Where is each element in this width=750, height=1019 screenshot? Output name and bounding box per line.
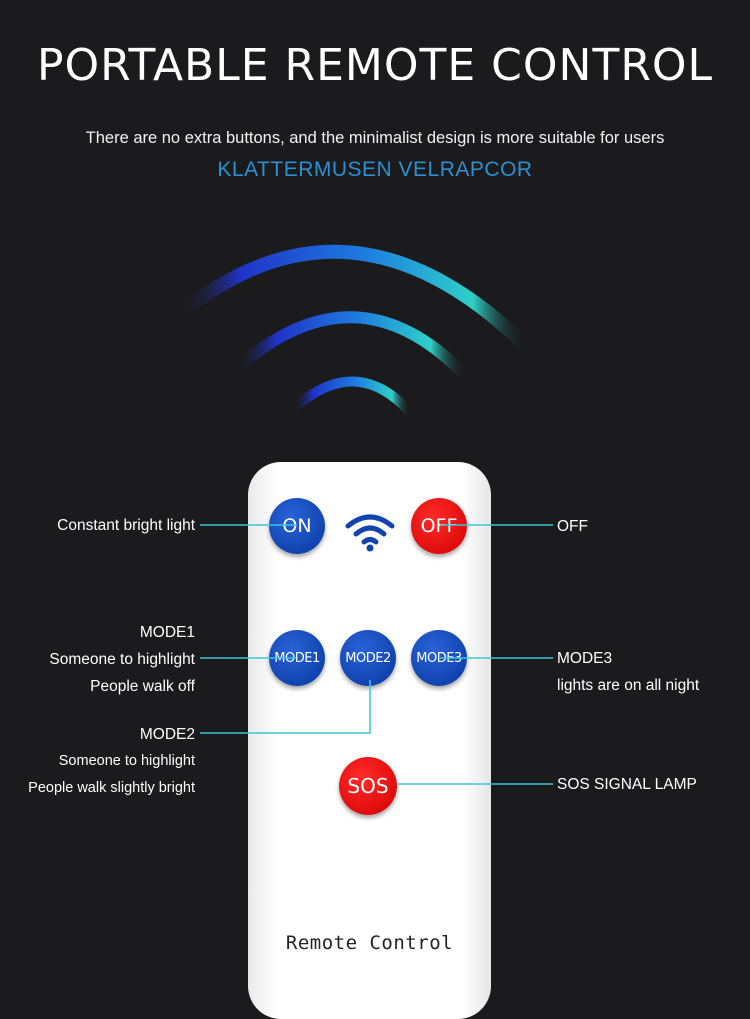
off-button[interactable]: OFF [411, 498, 467, 554]
mode3-callout-title: MODE3 [557, 650, 613, 667]
on-button[interactable]: ON [269, 498, 325, 554]
remote-control: ON OFF MODE1 MODE2 MODE3 SOS Remote Cont… [245, 459, 494, 1019]
on-callout: Constant bright light [57, 517, 195, 534]
wave-middle [229, 311, 471, 381]
signal-waves-icon [171, 244, 532, 417]
page-subtitle: There are no extra buttons, and the mini… [85, 129, 665, 147]
wave-inner [287, 376, 415, 417]
remote-label: Remote Control [285, 932, 454, 954]
mode1-callout-line1: Someone to highlight [49, 651, 195, 668]
mode1-callout: MODE1 Someone to highlight People walk o… [49, 619, 195, 700]
sos-button[interactable]: SOS [339, 757, 397, 815]
sos-callout: SOS SIGNAL LAMP [557, 776, 697, 793]
wifi-signal-icon [345, 514, 395, 552]
page-title: PORTABLE REMOTE CONTROL [36, 40, 714, 91]
mode2-callout-line1: Someone to highlight [58, 753, 195, 769]
wave-outer [171, 244, 532, 352]
mode2-button[interactable]: MODE2 [340, 630, 396, 686]
mode1-callout-line2: People walk off [90, 678, 195, 695]
mode1-button[interactable]: MODE1 [269, 630, 325, 686]
mode3-button[interactable]: MODE3 [411, 630, 467, 686]
mode2-callout: MODE2 Someone to highlight People walk s… [28, 721, 195, 802]
mode1-callout-title: MODE1 [139, 624, 195, 641]
brand-name: KLATTERMUSEN VELRAPCOR [217, 158, 533, 181]
mode2-callout-line2: People walk slightly bright [28, 780, 195, 796]
mode3-callout-line1: lights are on all night [557, 677, 700, 694]
mode3-callout: MODE3 lights are on all night [557, 645, 699, 699]
off-callout: OFF [557, 518, 588, 535]
remote-face: ON OFF MODE1 MODE2 MODE3 SOS Remote Cont… [248, 462, 491, 1019]
mode2-callout-title: MODE2 [139, 726, 195, 743]
